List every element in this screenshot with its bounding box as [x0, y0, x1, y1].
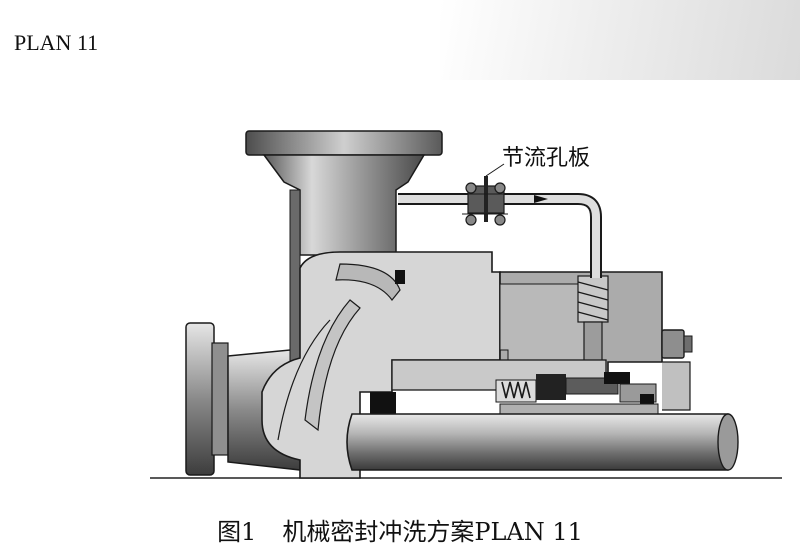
orifice-plate-icon: [462, 176, 508, 226]
seal-spring-icon: [501, 381, 531, 399]
flow-arrow-icon: [534, 195, 548, 203]
discharge-nozzle: [245, 130, 443, 381]
seal-gland: [499, 271, 693, 411]
callout-leader: [485, 163, 505, 177]
figure-title: 机械密封冲洗方案PLAN 11: [282, 518, 583, 546]
pump-casing: [261, 251, 501, 479]
figure-caption: 图1 机械密封冲洗方案PLAN 11: [0, 512, 800, 547]
flush-line: [398, 193, 602, 278]
casing-oring: [395, 270, 405, 284]
figure-number: 图1: [217, 518, 257, 546]
orifice-plate-label: 节流孔板: [502, 146, 591, 171]
mechanical-seal-rotary: [370, 359, 659, 420]
background-shading: [440, 0, 800, 80]
pump-shaft: [346, 413, 739, 471]
gland-bolt-icon: [661, 329, 685, 359]
plan-label: PLAN 11: [14, 30, 99, 55]
